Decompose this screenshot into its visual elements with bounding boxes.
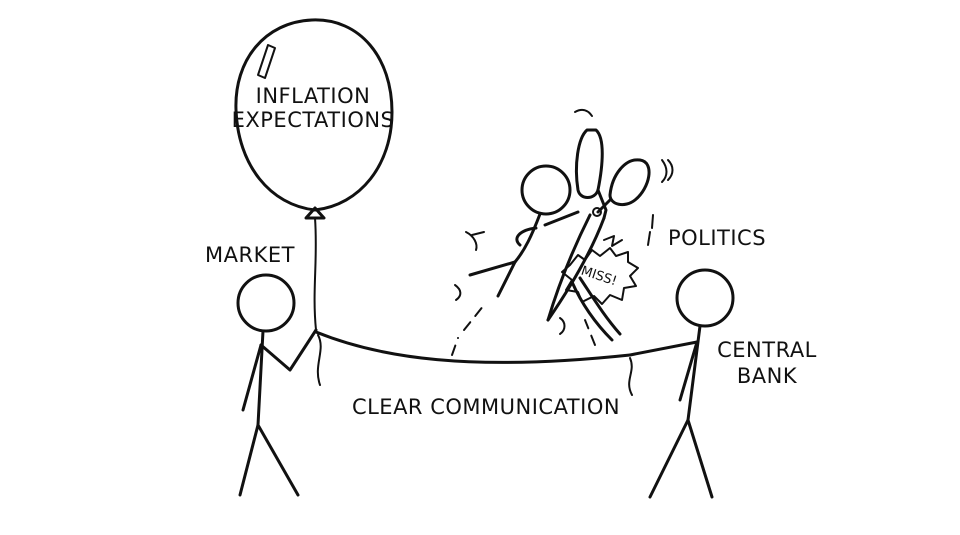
central-bank-figure: [628, 268, 735, 499]
balloon-label-line1: INFLATION: [256, 84, 371, 108]
balloon-string: [313, 217, 317, 331]
rope-label: CLEAR COMMUNICATION: [352, 395, 620, 419]
motion-marks: [451, 108, 674, 356]
balloon: [234, 18, 394, 331]
politics-figure: [468, 164, 580, 298]
miss-burst: [561, 247, 639, 305]
rope-loose-end-left: [316, 334, 322, 386]
scissors-icon: [546, 128, 651, 322]
scissor-blade-motion: [570, 276, 622, 342]
central-bank-label-line2: BANK: [737, 364, 798, 388]
market-label: MARKET: [205, 243, 295, 267]
balloon-highlight: [257, 44, 276, 79]
rope: [314, 330, 632, 364]
market-figure: [236, 273, 322, 497]
politics-label: POLITICS: [668, 226, 766, 250]
balloon-label-line2: EXPECTATIONS: [232, 108, 395, 132]
central-bank-label-line1: CENTRAL: [717, 338, 817, 362]
rope-loose-end-right: [628, 357, 633, 396]
